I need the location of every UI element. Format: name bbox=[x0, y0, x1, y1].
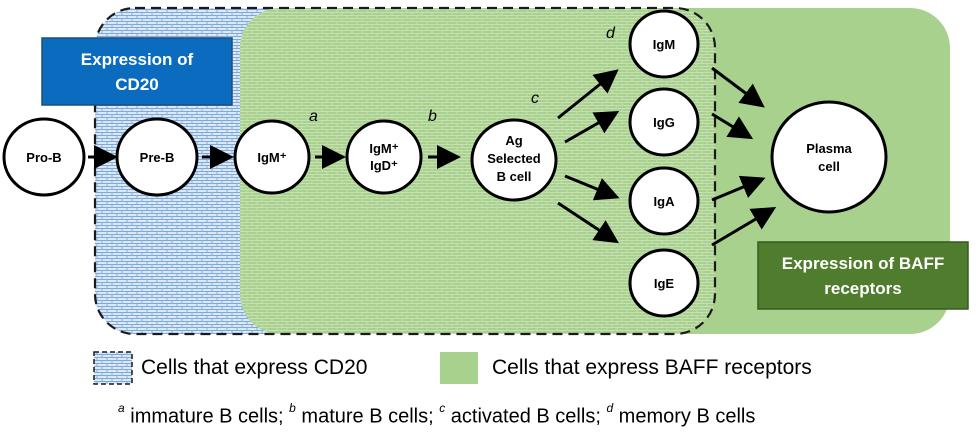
legend-label-cd20: Cells that express CD20 bbox=[141, 356, 368, 379]
cell-ige-memory-label: IgE bbox=[654, 276, 675, 291]
baff-label-box bbox=[757, 241, 969, 310]
arrow-iga-plasma bbox=[711, 175, 766, 202]
cell-iga-memory bbox=[628, 166, 700, 236]
footnote-text-a: immature B cells; bbox=[124, 405, 290, 428]
cell-igm-igd bbox=[345, 119, 423, 195]
arrow-ag-igm bbox=[557, 69, 619, 120]
baff-label-line2: receptors bbox=[824, 279, 901, 298]
arrow-igg-plasma bbox=[711, 112, 754, 140]
cell-iga-memory-label: IgA bbox=[654, 194, 676, 209]
cell-plasma bbox=[770, 100, 888, 214]
cell-igm-igd-label-line2: IgD⁺ bbox=[370, 158, 398, 173]
cell-pro-b-label: Pro-B bbox=[26, 150, 61, 165]
cell-ag-label-line3: B cell bbox=[497, 169, 532, 184]
cd20-label-line2: CD20 bbox=[115, 75, 158, 94]
step-letter-b: b bbox=[428, 108, 437, 125]
cell-igm-plus-label: IgM⁺ bbox=[257, 150, 286, 165]
step-letter-a: a bbox=[309, 108, 318, 125]
cell-pre-b-label: Pre-B bbox=[140, 150, 175, 165]
cell-ag-selected bbox=[470, 118, 558, 202]
footnote-mark-c: c bbox=[439, 401, 446, 415]
arrow-ige-plasma bbox=[711, 206, 777, 247]
cell-igm-memory-label: IgM bbox=[653, 37, 675, 52]
arrow-ag-igg bbox=[564, 111, 620, 144]
arrow-ag-iga bbox=[564, 174, 620, 201]
legend-label-baff: Cells that express BAFF receptors bbox=[492, 356, 812, 379]
footnote-text-c: activated B cells; bbox=[445, 405, 607, 428]
footnote-mark-b: b bbox=[289, 401, 296, 415]
cell-igm-memory bbox=[628, 9, 700, 79]
cell-igm-igd-label-line1: IgM⁺ bbox=[369, 141, 398, 156]
footnote: a immature B cells; b mature B cells; c … bbox=[118, 401, 756, 429]
cell-ag-label-line1: Ag bbox=[505, 133, 522, 148]
cell-ag-label-line2: Selected bbox=[487, 151, 541, 166]
cd20-label-box bbox=[41, 37, 233, 106]
cell-pro-b bbox=[2, 117, 86, 197]
arrow-ag-ige bbox=[557, 201, 620, 244]
footnote-text-b: mature B cells; bbox=[295, 405, 440, 428]
cell-plasma-label-line2: cell bbox=[818, 159, 840, 174]
cell-igg-memory-label: IgG bbox=[653, 115, 675, 130]
baff-label-line1: Expression of BAFF bbox=[782, 254, 944, 273]
step-letter-d: d bbox=[606, 25, 616, 42]
cell-igg-memory bbox=[628, 87, 700, 157]
arrow-igm-plasma bbox=[711, 66, 765, 108]
legend-swatch-baff bbox=[440, 352, 478, 384]
cd20-label-line1: Expression of bbox=[81, 50, 194, 69]
footnote-mark-a: a bbox=[118, 401, 125, 415]
footnote-mark-d: d bbox=[606, 401, 614, 415]
cd20-region-outline bbox=[93, 6, 717, 336]
footnote-text-d: memory B cells bbox=[613, 405, 756, 428]
cell-ige-memory bbox=[628, 248, 700, 318]
cell-plasma-label-line1: Plasma bbox=[806, 141, 852, 156]
cell-pre-b bbox=[115, 117, 199, 197]
cell-igm-plus bbox=[233, 119, 311, 195]
step-letter-c: c bbox=[531, 90, 539, 107]
legend-swatch-cd20 bbox=[93, 351, 133, 385]
arrows bbox=[88, 66, 777, 247]
